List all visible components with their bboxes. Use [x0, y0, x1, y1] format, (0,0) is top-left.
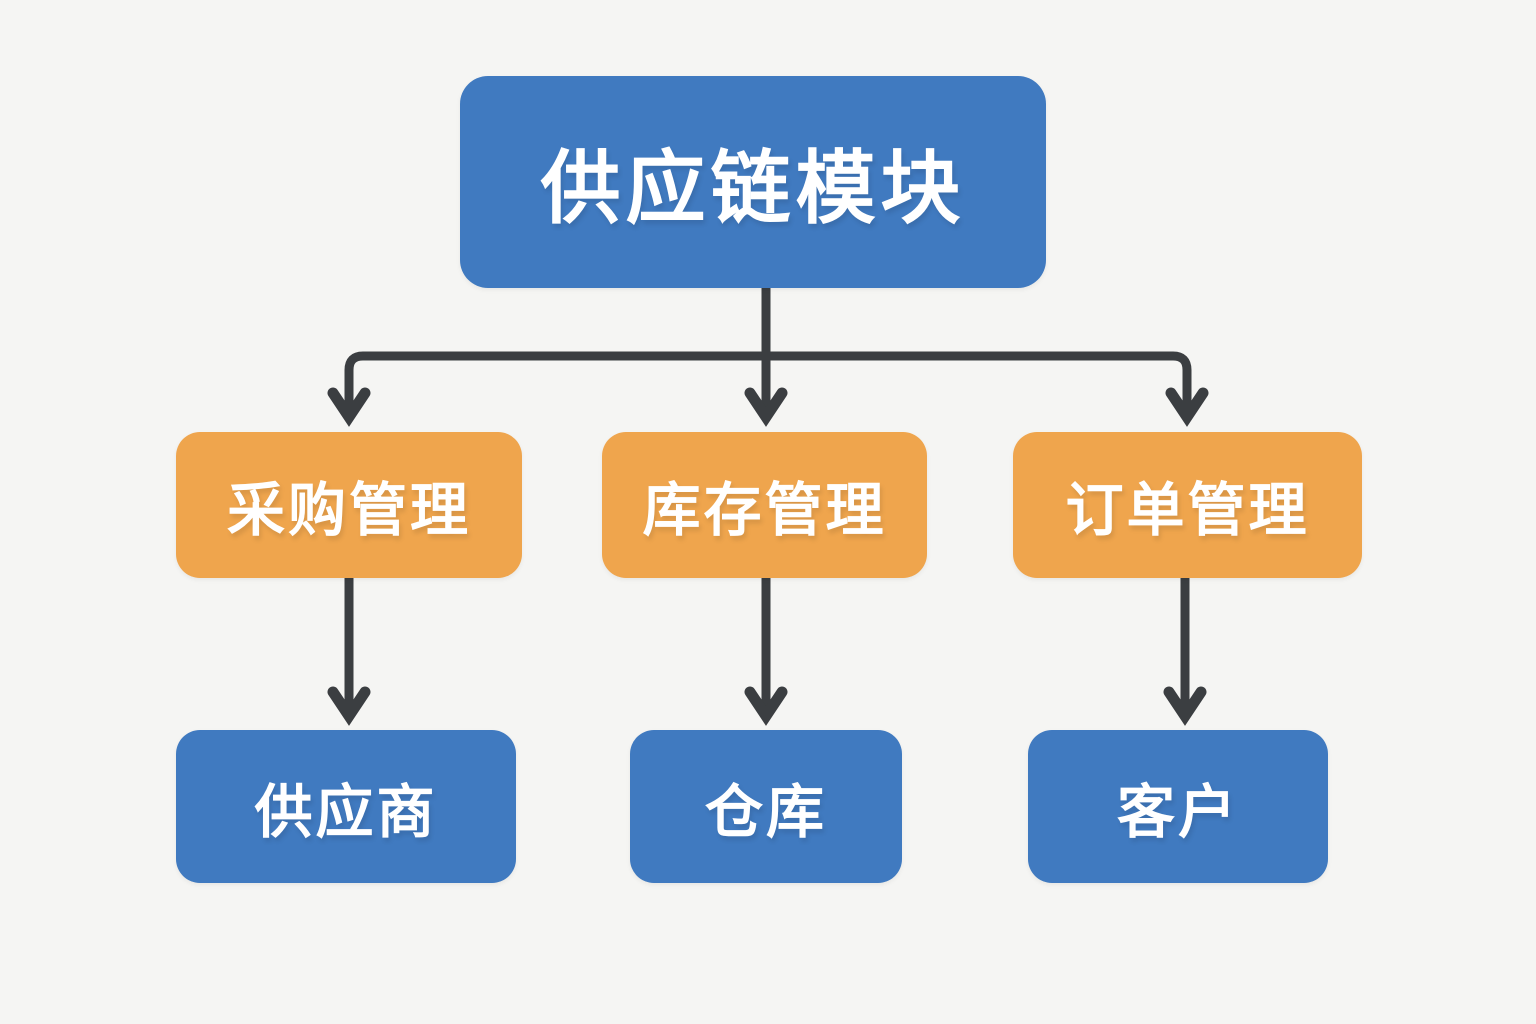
arrowhead-to-warehouse	[744, 686, 788, 726]
node-supplier: 供应商	[176, 730, 516, 883]
node-customer-label: 客户	[1116, 779, 1239, 845]
arrowhead-to-procurement	[327, 387, 371, 427]
node-supplier-label: 供应商	[254, 779, 438, 845]
arrowhead-to-supplier	[327, 686, 371, 726]
node-supply-chain-module-label: 供应链模块	[540, 144, 966, 233]
node-warehouse-label: 仓库	[704, 779, 827, 845]
node-order-management: 订单管理	[1013, 432, 1362, 578]
arrowhead-to-orders	[1165, 387, 1209, 427]
node-supply-chain-module: 供应链模块	[460, 76, 1046, 288]
edge-root-branch-bar	[344, 351, 1192, 417]
node-inventory-management: 库存管理	[602, 432, 927, 578]
node-order-management-label: 订单管理	[1065, 478, 1310, 543]
arrowhead-to-inventory	[744, 387, 788, 427]
node-procurement-management: 采购管理	[176, 432, 522, 578]
node-procurement-management-label: 采购管理	[226, 478, 471, 543]
arrowhead-to-customer	[1163, 686, 1207, 726]
node-customer: 客户	[1028, 730, 1328, 883]
node-warehouse: 仓库	[630, 730, 902, 883]
node-inventory-management-label: 库存管理	[642, 478, 887, 543]
